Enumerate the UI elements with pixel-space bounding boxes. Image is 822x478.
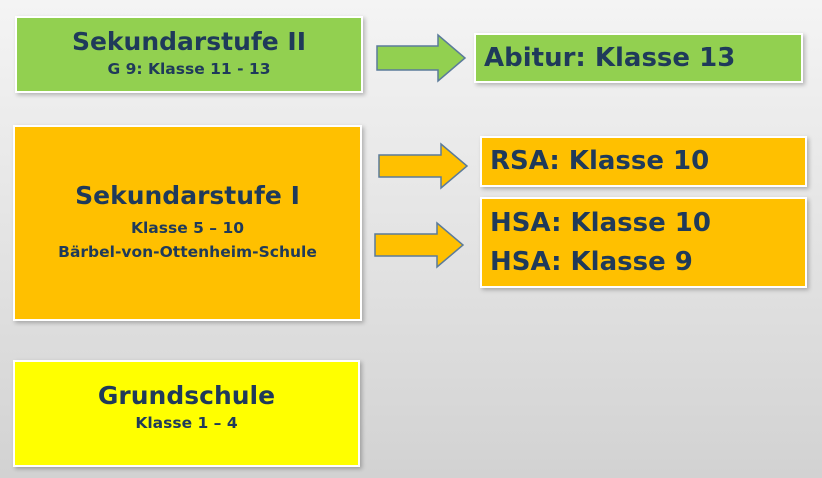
sekundarstufe-ii-grades: G 9: Klasse 11 - 13 (107, 59, 271, 78)
sekundarstufe-i-grades: Klasse 5 – 10 (130, 219, 245, 238)
sekundarstufe-i-school: Bärbel-von-Ottenheim-Schule (58, 243, 317, 262)
grundschule-grades: Klasse 1 – 4 (135, 413, 238, 432)
sekundarstufe-i-box: Sekundarstufe I Klasse 5 – 10 Bärbel-von… (13, 125, 362, 321)
arrow-right-icon (376, 33, 467, 83)
sekundarstufe-ii-box: Sekundarstufe II G 9: Klasse 11 - 13 (15, 16, 363, 93)
arrow-right-icon (374, 221, 465, 269)
grundschule-box: Grundschule Klasse 1 – 4 (13, 360, 360, 467)
hsa-label-10: HSA: Klasse 10 (490, 207, 711, 238)
arrow-right-icon (378, 142, 469, 190)
abitur-label: Abitur: Klasse 13 (484, 42, 736, 73)
hsa-box: HSA: Klasse 10 HSA: Klasse 9 (480, 197, 807, 288)
grundschule-title: Grundschule (97, 381, 276, 411)
sekundarstufe-i-title: Sekundarstufe I (75, 180, 300, 210)
rsa-label: RSA: Klasse 10 (490, 146, 710, 176)
sekundarstufe-ii-title: Sekundarstufe II (71, 27, 307, 57)
rsa-box: RSA: Klasse 10 (480, 136, 807, 187)
hsa-label-9: HSA: Klasse 9 (490, 246, 693, 277)
abitur-box: Abitur: Klasse 13 (474, 33, 803, 83)
